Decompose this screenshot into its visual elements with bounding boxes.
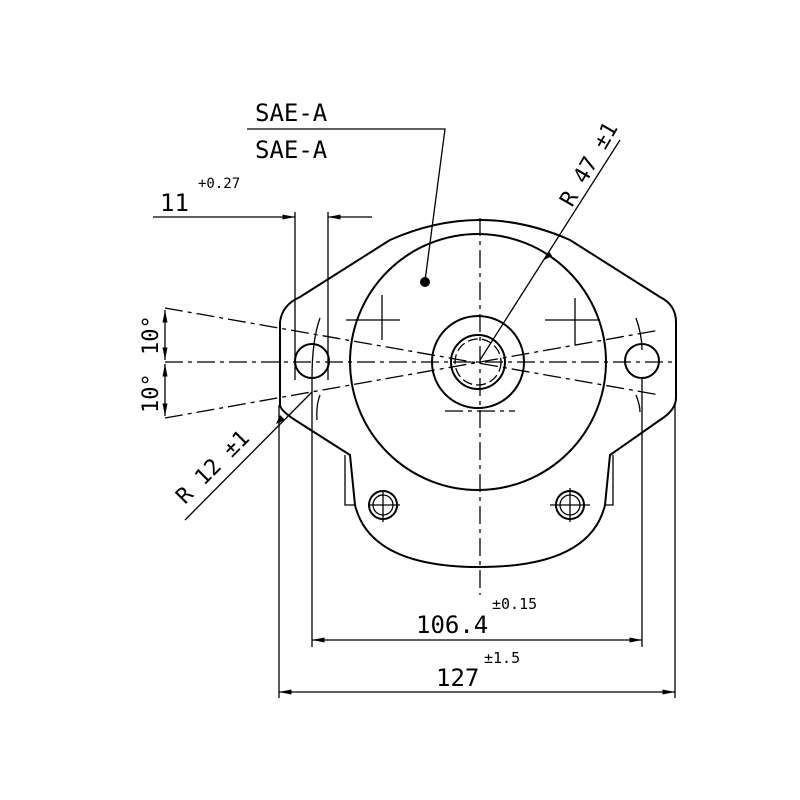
- flange-label-top: SAE-A: [255, 99, 328, 127]
- radius-large-label: R 47 ±1: [556, 118, 624, 211]
- radius-small-arrow: [276, 415, 285, 424]
- radius-small-leader: [184, 391, 313, 521]
- port-crosshairs: [368, 488, 590, 522]
- shaft-outer: [450, 334, 506, 390]
- center-marks: [346, 295, 600, 345]
- radius-small-label: R 12 ±1: [172, 426, 255, 509]
- overall-width-value: 127: [436, 664, 479, 692]
- bolt-spacing-tolerance: ±0.15: [492, 595, 537, 613]
- leader-dot: [420, 277, 430, 287]
- radius-large-arrow: [544, 251, 552, 260]
- angle-lower-label: 10°: [139, 373, 164, 413]
- slot-width-value: 11: [160, 189, 189, 217]
- tab-edge-left: [344, 455, 355, 506]
- flange-leader: [247, 128, 446, 282]
- angle-line-lower: [164, 329, 661, 419]
- slot-width-tolerance: +0.27: [198, 176, 240, 192]
- tab-edge-right: [605, 455, 614, 506]
- arc-marks: [311, 317, 643, 421]
- bolt-spacing-value: 106.4: [416, 611, 488, 639]
- angle-upper-label: 10°: [139, 315, 164, 355]
- radius-large-leader: [479, 139, 621, 361]
- flange-label-bottom: SAE-A: [255, 136, 328, 164]
- angle-line-upper: [164, 307, 661, 396]
- flange-outline: [279, 219, 677, 569]
- overall-width-tolerance: ±1.5: [484, 649, 520, 667]
